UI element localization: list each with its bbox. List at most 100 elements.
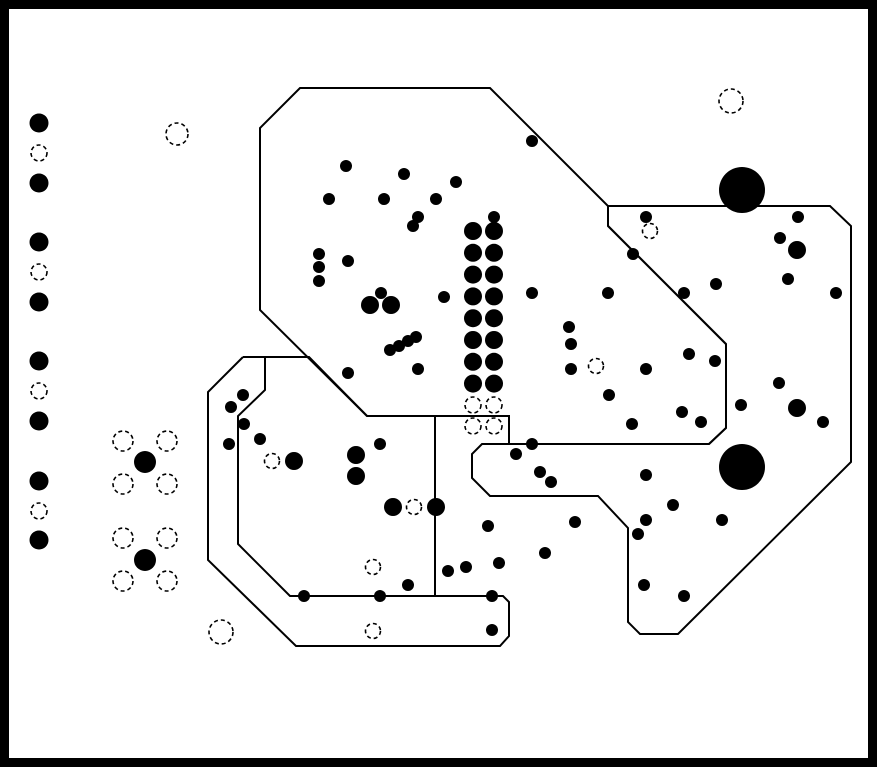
region-right [471, 205, 852, 635]
component-pad [788, 399, 806, 417]
component-pad [285, 452, 303, 470]
via-pad [603, 389, 615, 401]
via-pad [430, 193, 442, 205]
via-pad [313, 261, 325, 273]
via-pad [626, 418, 638, 430]
via-pad [817, 416, 829, 428]
via-pad [526, 438, 538, 450]
via-open-pad [405, 498, 423, 516]
via-pad [237, 389, 249, 401]
header-open-pad [464, 417, 482, 435]
header-pad [485, 309, 503, 328]
connector-open-pad [30, 502, 48, 520]
via-pad [602, 287, 614, 299]
component-open-pad [156, 473, 178, 495]
via-pad [393, 340, 405, 352]
via-pad [482, 520, 494, 532]
connector-pad [29, 530, 49, 550]
via-pad [526, 287, 538, 299]
via-pad [438, 291, 450, 303]
via-pad [486, 590, 498, 602]
mounting-hole-ring [165, 122, 189, 146]
via-open-pad [587, 357, 605, 375]
via-pad [640, 469, 652, 481]
via-pad [716, 514, 728, 526]
via-pad [340, 160, 352, 172]
component-pad [382, 296, 400, 314]
connector-pad [29, 292, 49, 312]
via-pad [402, 579, 414, 591]
via-pad [563, 321, 575, 333]
component-open-pad [112, 473, 134, 495]
component-pad [134, 451, 156, 473]
connector-pad [29, 411, 49, 431]
via-pad [627, 248, 639, 260]
via-pad [460, 561, 472, 573]
via-pad [378, 193, 390, 205]
via-pad [565, 338, 577, 350]
component-open-pad [112, 430, 134, 452]
via-pad [313, 275, 325, 287]
connector-pad [29, 471, 49, 491]
via-pad [223, 438, 235, 450]
via-pad [254, 433, 266, 445]
connector-pad [29, 351, 49, 371]
via-pad [773, 377, 785, 389]
component-pad [361, 296, 379, 314]
connector-pad [29, 113, 49, 133]
via-pad [710, 278, 722, 290]
header-pad [464, 374, 482, 393]
via-open-pad [263, 452, 281, 470]
via-pad [374, 438, 386, 450]
via-pad [402, 335, 414, 347]
header-pad [464, 265, 482, 284]
component-pad [427, 498, 445, 516]
via-pad [667, 499, 679, 511]
component-open-pad [112, 570, 134, 592]
via-pad [565, 363, 577, 375]
header-pad [485, 331, 503, 349]
via-pad [407, 220, 419, 232]
header-open-pad [485, 396, 503, 414]
connector-open-pad [30, 382, 48, 400]
connector-pad [29, 232, 49, 252]
via-pad [569, 516, 581, 528]
via-pad [375, 287, 387, 299]
via-pad [534, 466, 546, 478]
component-pad [384, 498, 402, 516]
header-pad [485, 352, 503, 371]
via-pad [695, 416, 707, 428]
header-pad [464, 352, 482, 371]
via-pad [238, 418, 250, 430]
via-pad [678, 287, 690, 299]
via-pad [830, 287, 842, 299]
header-pad [464, 309, 482, 328]
via-pad [398, 168, 410, 180]
mounting-pad-large [719, 167, 765, 213]
header-pad [485, 222, 503, 240]
component-pad [347, 446, 365, 464]
via-open-pad [364, 558, 382, 576]
via-pad [493, 557, 505, 569]
component-pad [347, 467, 365, 485]
mounting-hole-ring [718, 88, 744, 114]
via-open-pad [641, 222, 659, 240]
via-pad [709, 355, 721, 367]
via-pad [638, 579, 650, 591]
region-lower-left-outer [207, 356, 510, 647]
via-pad [342, 367, 354, 379]
via-pad [640, 363, 652, 375]
via-pad [313, 248, 325, 260]
mounting-hole-ring [208, 619, 234, 645]
via-pad [412, 211, 424, 223]
header-pad [485, 243, 503, 262]
via-pad [323, 193, 335, 205]
header-pad [485, 265, 503, 284]
header-open-pad [464, 396, 482, 414]
via-pad [510, 448, 522, 460]
component-pad [788, 241, 806, 259]
via-pad [774, 232, 786, 244]
via-pad [486, 624, 498, 636]
via-pad [442, 565, 454, 577]
